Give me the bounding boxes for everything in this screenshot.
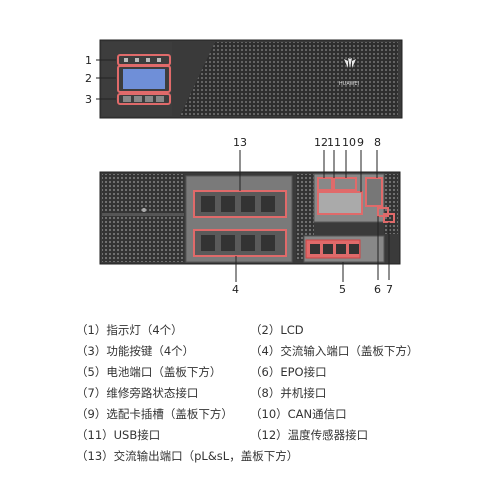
callout-7: 7 — [386, 283, 393, 296]
front-view: HUAWEI 1 2 3 — [85, 39, 403, 119]
rear-callout-lines — [235, 150, 390, 282]
parallel-port — [365, 177, 383, 207]
rear-view: 13 4 5 12 11 10 9 8 6 7 — [99, 136, 401, 296]
legend-row: （9）选配卡插槽（盖板下方） （10）CAN通信口 — [76, 404, 476, 425]
front-bevel — [172, 42, 215, 116]
callout-1: 1 — [85, 54, 92, 67]
legend-item-10: （10）CAN通信口 — [250, 407, 347, 421]
indicator-leds — [124, 58, 161, 62]
legend-item-2: （2）LCD — [250, 323, 304, 337]
callout-13: 13 — [233, 136, 247, 149]
legend-item-7: （7）维修旁路状态接口 — [76, 386, 199, 400]
legend-item-11: （11）USB接口 — [76, 428, 161, 442]
callout-12: 12 — [314, 136, 328, 149]
callout-5: 5 — [339, 283, 346, 296]
callout-3: 3 — [85, 93, 92, 106]
legend-item-8: （8）并机接口 — [250, 386, 327, 400]
legend-row: （3）功能按键（4个） （4）交流输入端口（盖板下方） — [76, 341, 476, 362]
front-callouts — [96, 59, 116, 100]
brand-text: HUAWEI — [339, 81, 359, 87]
legend-row: （5）电池端口（盖板下方） （6）EPO接口 — [76, 362, 476, 383]
can-port — [333, 177, 357, 191]
legend-row: （11）USB接口 （12）温度传感器接口 — [76, 425, 476, 446]
legend-item-12: （12）温度传感器接口 — [250, 428, 369, 442]
legend-item-4: （4）交流输入端口（盖板下方） — [250, 344, 419, 358]
legend-row: （13）交流输出端口（pL&sL，盖板下方） — [76, 446, 476, 467]
callout-2: 2 — [85, 72, 92, 85]
rear-mesh-left — [102, 174, 184, 214]
front-mesh — [172, 42, 398, 116]
legend-item-9: （9）选配卡插槽（盖板下方） — [76, 407, 233, 421]
legend-item-6: （6）EPO接口 — [250, 365, 327, 379]
callout-11: 11 — [327, 136, 341, 149]
rear-mesh-left-lower — [102, 216, 184, 262]
huawei-logo: HUAWEI — [339, 58, 359, 87]
legend: （1）指示灯（4个） （2）LCD （3）功能按键（4个） （4）交流输入端口（… — [76, 320, 476, 467]
function-keys — [117, 93, 171, 105]
legend-row: （7）维修旁路状态接口 （8）并机接口 — [76, 383, 476, 404]
function-key-buttons — [123, 96, 164, 102]
callout-10: 10 — [342, 136, 356, 149]
callout-4: 4 — [232, 283, 239, 296]
option-slot — [317, 191, 363, 215]
battery-terminals — [310, 244, 359, 254]
rear-mesh-far-right — [384, 174, 398, 234]
terminal-blocks — [201, 196, 275, 251]
screw — [142, 208, 146, 212]
temp-usb-ports — [317, 177, 333, 191]
legend-row: （1）指示灯（4个） （2）LCD — [76, 320, 476, 341]
legend-item-5: （5）电池端口（盖板下方） — [76, 365, 222, 379]
rear-divider — [102, 213, 184, 216]
legend-item-13: （13）交流输出端口（pL&sL，盖板下方） — [76, 449, 299, 463]
lcd-screen — [123, 69, 165, 89]
legend-item-1: （1）指示灯（4个） — [76, 323, 183, 337]
lcd-frame — [117, 65, 171, 93]
legend-item-3: （3）功能按键（4个） — [76, 344, 195, 358]
callout-9: 9 — [357, 136, 364, 149]
callout-6: 6 — [374, 283, 381, 296]
callout-8: 8 — [374, 136, 381, 149]
